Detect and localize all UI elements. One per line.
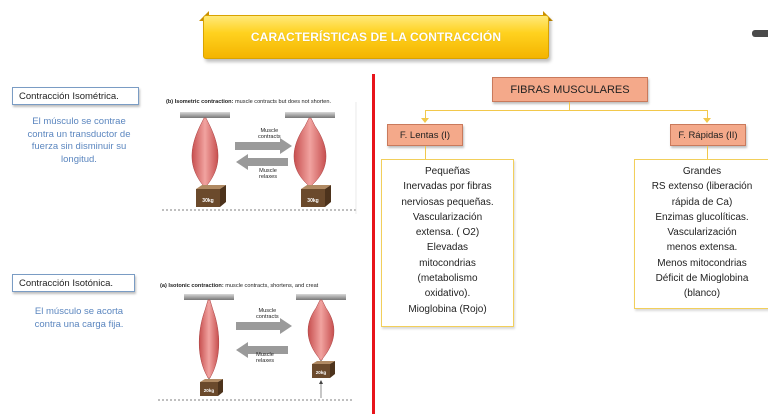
isometric-desc-line: contra un transductor de <box>27 128 131 140</box>
list-item: Vascularización <box>667 227 737 239</box>
list-item: Mioglobina (Rojo) <box>408 303 487 315</box>
isometric-figure: (b) Isometric contraction: muscle contra… <box>160 96 360 216</box>
relax-arrow <box>236 154 288 170</box>
list-item: rápida de Ca) <box>671 196 733 208</box>
isotonic-desc-line: contra una carga fija. <box>34 318 124 330</box>
connector-arrowhead <box>703 118 711 123</box>
fibras-musculares-box: FIBRAS MUSCULARES <box>492 77 648 102</box>
list-item: Elevadas <box>426 242 469 254</box>
list-item: Vascularización <box>412 211 483 223</box>
connector-line <box>425 110 708 111</box>
svg-text:20kg: 20kg <box>316 370 327 375</box>
list-item: Enzimas glucolíticas. <box>655 211 749 223</box>
muscle-shortened <box>307 299 335 361</box>
isometric-label: Contracción Isométrica. <box>19 90 119 102</box>
connector-line <box>707 110 708 118</box>
list-item: mitocondrias <box>419 257 476 269</box>
isotonic-illustration: 20kg 20kg <box>158 294 352 401</box>
list-item: Déficit de Mioglobina <box>655 273 749 285</box>
list-item: Inervadas por fibras <box>403 181 492 193</box>
list-item: extensa. ( O2) <box>415 227 480 239</box>
edge-handle <box>752 30 768 37</box>
svg-text:20kg: 20kg <box>204 388 215 393</box>
connector-line <box>425 146 426 159</box>
slow-fibers-list: Pequeñas Inervadas por fibras nerviosas … <box>381 159 514 327</box>
muscle-relaxed <box>198 299 220 379</box>
isometric-desc-line: El músculo se contrae <box>32 116 126 127</box>
isometric-illustration: 30kg 30kg <box>162 102 357 214</box>
isometric-description: El músculo se contrae contra un transduc… <box>14 116 144 166</box>
relax-arrow <box>236 342 288 358</box>
list-item: (metabolismo <box>417 273 478 285</box>
fast-fibers-label: F. Rápidas (II) <box>678 129 738 141</box>
isometric-desc-line: longitud. <box>61 153 97 165</box>
vertical-divider <box>372 74 375 414</box>
connector-line <box>569 102 570 110</box>
list-item: Pequeñas <box>424 166 471 177</box>
title-banner: CARACTERÍSTICAS DE LA CONTRACCIÓN <box>203 15 549 59</box>
isotonic-desc-line: El músculo se acorta <box>34 306 124 317</box>
contract-arrow <box>235 138 292 154</box>
svg-text:30kg: 30kg <box>202 198 213 204</box>
list-item: menos extensa. <box>666 242 738 254</box>
list-item: (blanco) <box>683 288 721 300</box>
fast-fibers-box: F. Rápidas (II) <box>670 124 746 146</box>
isometric-label-box: Contracción Isométrica. <box>12 87 139 105</box>
svg-text:30kg: 30kg <box>307 198 318 204</box>
list-item: nerviosas pequeñas. <box>401 196 494 208</box>
list-item: Menos mitocondrias <box>657 257 747 269</box>
isotonic-label-box: Contracción Isotónica. <box>12 274 135 292</box>
slow-fibers-label: F. Lentas (I) <box>399 129 451 141</box>
isotonic-label: Contracción Isotónica. <box>19 277 113 289</box>
list-item: RS extenso (liberación <box>651 181 753 193</box>
fast-fibers-list: Grandes RS extenso (liberación rápida de… <box>634 159 768 309</box>
isotonic-figure: (a) Isotonic contraction: muscle contrac… <box>156 280 356 410</box>
connector-line <box>425 110 426 118</box>
isotonic-description: El músculo se acorta contra una carga fi… <box>14 306 144 331</box>
connector-arrowhead <box>421 118 429 123</box>
isotonic-figure-caption: (a) Isotonic contraction: muscle contrac… <box>160 283 319 289</box>
list-item: Grandes <box>682 166 722 177</box>
fibras-musculares-title: FIBRAS MUSCULARES <box>510 83 630 96</box>
contract-arrow <box>236 318 292 334</box>
isometric-desc-line: fuerza sin disminuir su <box>31 141 127 152</box>
list-item: oxidativo). <box>424 288 471 300</box>
connector-line <box>707 146 708 159</box>
page-title: CARACTERÍSTICAS DE LA CONTRACCIÓN <box>250 30 502 44</box>
muscle-relaxed <box>191 117 219 187</box>
muscle-contracted <box>293 117 327 187</box>
slow-fibers-box: F. Lentas (I) <box>387 124 463 146</box>
isometric-figure-caption: (b) Isometric contraction: muscle contra… <box>166 99 332 105</box>
ceiling-plate <box>180 112 230 118</box>
